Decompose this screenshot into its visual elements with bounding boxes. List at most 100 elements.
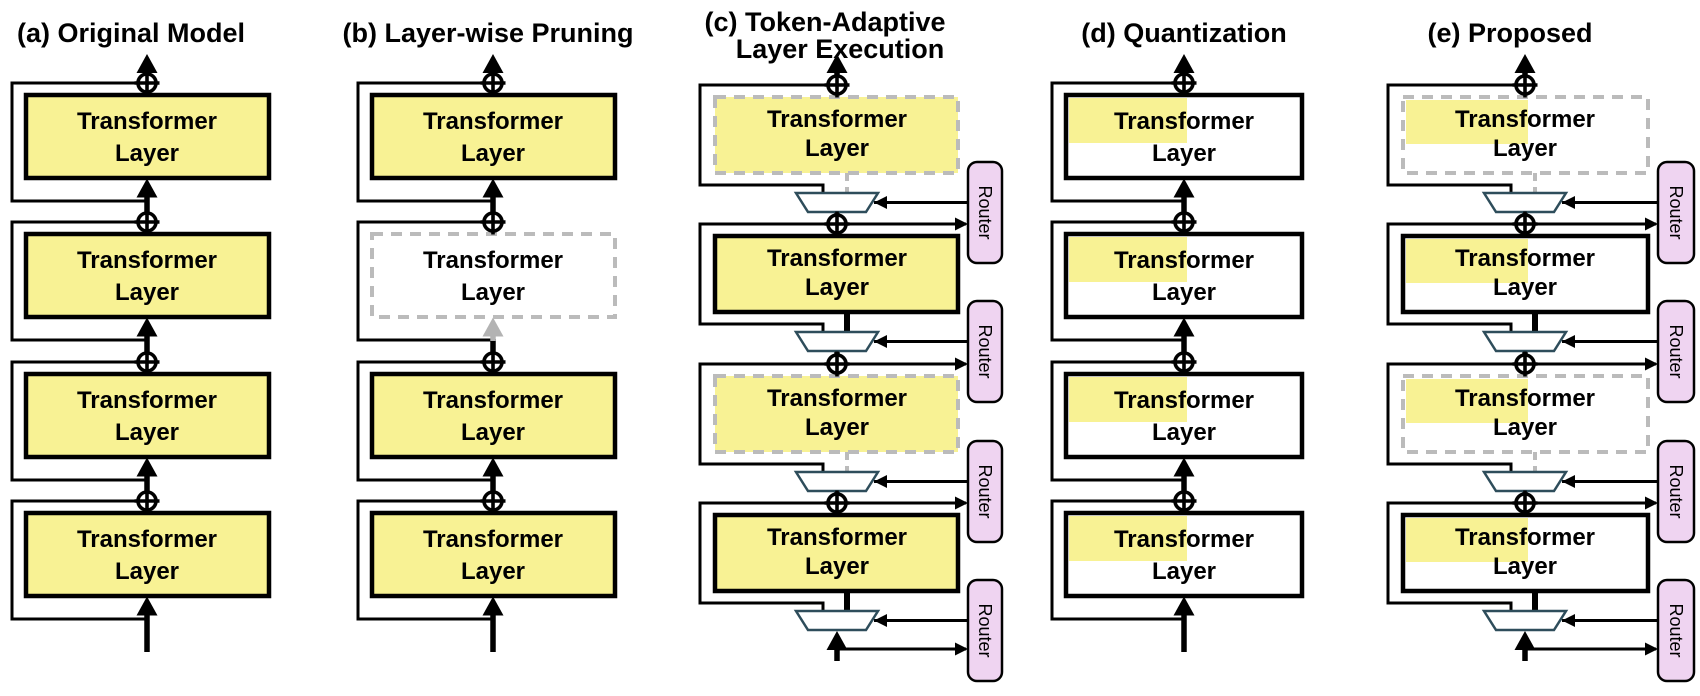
router-box <box>966 578 1004 683</box>
panel-b-layerwise-pruning: (b) Layer-wise Pruning Transformer Layer… <box>342 18 634 652</box>
skip-connection-line <box>1386 362 1516 472</box>
panel-title: (e) Proposed <box>1427 18 1592 48</box>
token-mux-icon <box>1481 191 1569 214</box>
arrowhead-icon <box>136 317 158 337</box>
token-mux-icon <box>1481 609 1569 632</box>
transformer-layer-box <box>369 92 618 181</box>
layer-label-line1: Transformer <box>1114 108 1254 135</box>
quantized-region <box>1406 518 1528 562</box>
router-box <box>1656 439 1696 544</box>
layer-label-line1: Transformer <box>767 245 907 272</box>
arrowhead-icon <box>1173 596 1195 616</box>
layer-label-line1: Transformer <box>1455 245 1595 272</box>
router-box <box>966 439 1004 544</box>
router-box <box>1656 160 1696 265</box>
router-label: Router <box>1666 603 1686 657</box>
layer-label-line2: Layer <box>461 419 525 446</box>
token-mux-icon <box>793 609 881 632</box>
residual-add-icon <box>1169 486 1199 516</box>
panel-title-line1: (c) Token-Adaptive <box>704 7 945 37</box>
arrowhead-icon <box>955 357 968 371</box>
panel-title: (b) Layer-wise Pruning <box>342 18 633 48</box>
skip-connection-line <box>356 499 493 621</box>
skip-connection-line <box>356 220 493 342</box>
residual-add-icon <box>478 347 508 377</box>
residual-add-icon <box>822 209 852 239</box>
layer-label-line1: Transformer <box>1114 387 1254 414</box>
quantized-region <box>1069 516 1187 561</box>
panel-title: (a) Original Model <box>17 18 245 48</box>
router-box <box>966 160 1004 265</box>
skip-connection-line <box>10 220 147 342</box>
token-mux-icon <box>793 191 881 214</box>
layer-label-line2: Layer <box>805 274 869 301</box>
skip-connection-line <box>698 362 828 472</box>
quantized-region <box>1069 98 1187 143</box>
residual-add-icon <box>1169 207 1199 237</box>
skip-connection-line <box>10 81 147 203</box>
layer-label-line1: Transformer <box>1114 526 1254 553</box>
layer-label-line1: Transformer <box>77 108 217 135</box>
residual-add-icon <box>1510 488 1540 518</box>
transformer-layer-box <box>23 371 272 460</box>
router-box <box>1656 299 1696 404</box>
layer-label-line2: Layer <box>805 135 869 162</box>
residual-add-icon <box>478 486 508 516</box>
layer-label-line1: Transformer <box>77 387 217 414</box>
arrowhead-icon <box>1645 357 1658 371</box>
skip-connection-line <box>1386 501 1516 611</box>
router-label: Router <box>975 464 995 518</box>
layer-label-line1: Transformer <box>77 526 217 553</box>
router-box <box>966 299 1004 404</box>
layer-label-line2: Layer <box>1152 558 1216 585</box>
panel-title-line2: Layer Execution <box>736 34 945 64</box>
router-label: Router <box>975 324 995 378</box>
layer-label-line2: Layer <box>115 140 179 167</box>
residual-add-icon <box>1169 347 1199 377</box>
arrowhead-icon <box>1645 642 1658 656</box>
layer-label-line2: Layer <box>461 279 525 306</box>
layer-label-line2: Layer <box>1493 274 1557 301</box>
residual-add-icon <box>1169 68 1199 98</box>
arrowhead-icon <box>136 54 158 73</box>
arrowhead-icon <box>1514 54 1536 73</box>
arrowhead-icon <box>482 178 504 198</box>
layer-label-line1: Transformer <box>1455 385 1595 412</box>
router-label: Router <box>1666 324 1686 378</box>
panel-e-proposed: (e) Proposed Router Router Ro <box>1386 18 1696 683</box>
arrowhead-icon <box>1514 631 1536 650</box>
skip-connection-line <box>1050 499 1184 621</box>
layer-label-line2: Layer <box>1493 135 1557 162</box>
quantized-region <box>1069 377 1187 422</box>
residual-add-icon <box>822 488 852 518</box>
residual-add-icon <box>478 68 508 98</box>
arrowhead-icon <box>955 496 968 510</box>
quantized-region <box>1406 379 1528 423</box>
arrowhead-icon <box>1173 457 1195 477</box>
arrowhead-icon <box>1645 217 1658 231</box>
layer-label-line2: Layer <box>805 553 869 580</box>
residual-add-icon <box>132 207 162 237</box>
residual-add-icon <box>132 347 162 377</box>
quantized-region <box>1406 100 1528 144</box>
token-mux-icon <box>1481 470 1569 493</box>
transformer-layer-box <box>369 510 618 599</box>
panel-d-quantization: (d) Quantization Transformer Layer Trans… <box>1050 18 1305 652</box>
skip-connection-line <box>698 222 828 332</box>
panel-c-token-adaptive: (c) Token-Adaptive Layer Execution Route… <box>698 7 1004 683</box>
skip-connection-line <box>10 499 147 621</box>
panel-a-original-model: (a) Original Model Transformer Layer Tra… <box>10 18 272 652</box>
quantized-region <box>1406 239 1528 283</box>
token-mux-icon <box>793 330 881 353</box>
residual-add-icon <box>132 486 162 516</box>
quantized-region <box>1069 237 1187 282</box>
arrowhead-icon <box>826 631 848 650</box>
residual-add-icon <box>822 349 852 379</box>
transformer-layer-box <box>369 371 618 460</box>
layer-label-line1: Transformer <box>1455 524 1595 551</box>
arrowhead-icon <box>955 217 968 231</box>
arrowhead-icon <box>136 178 158 198</box>
router-label: Router <box>975 603 995 657</box>
router-label: Router <box>1666 185 1686 239</box>
